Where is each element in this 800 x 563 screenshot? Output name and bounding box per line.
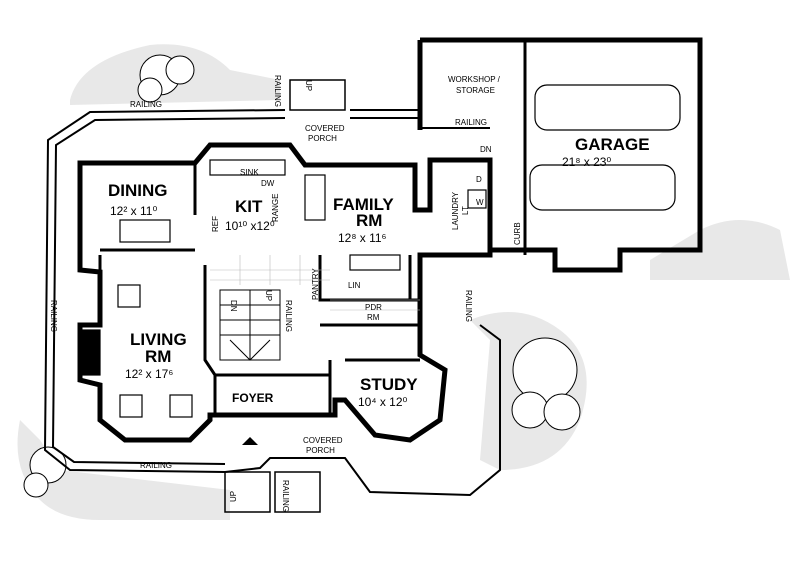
shrub xyxy=(543,393,581,431)
dining-dim: 12² x 11⁰ xyxy=(110,204,157,218)
shrub xyxy=(137,77,163,103)
powder-label-2: RM xyxy=(367,313,380,322)
garage-label: GARAGE xyxy=(575,135,650,154)
laundry-label: LAUNDRY xyxy=(451,191,460,230)
car-1 xyxy=(534,84,681,131)
entry-arrow-icon xyxy=(242,437,258,445)
up-label-stair: UP xyxy=(264,290,273,301)
kitchen-counter xyxy=(209,159,286,176)
railing-label-top: RAILING xyxy=(130,100,162,109)
house-walls xyxy=(77,37,703,443)
stairs xyxy=(219,289,281,361)
study-label: STUDY xyxy=(360,375,418,394)
living-label: LIVING xyxy=(130,330,187,349)
furniture xyxy=(81,84,681,418)
dn-label-garage: DN xyxy=(480,145,492,154)
railing-label-left: RAILING xyxy=(49,300,58,332)
railing-label-bottom: RAILING xyxy=(140,461,172,470)
sofa xyxy=(304,174,326,221)
ref-label: REF xyxy=(211,216,220,232)
family-label-2: RM xyxy=(356,211,382,230)
living-dim: 12² x 17⁶ xyxy=(125,367,173,381)
car-2 xyxy=(529,164,676,211)
study-dim: 10⁴ x 12⁰ xyxy=(358,395,408,409)
fireplace xyxy=(81,329,101,376)
misc-labels: WORKSHOP / STORAGE COVERED PORCH COVERED… xyxy=(49,75,522,512)
porch-outline xyxy=(43,109,501,497)
covered-label-top: COVERED xyxy=(305,124,345,133)
pantry-label: PANTRY xyxy=(311,268,320,300)
covered-label-bottom: COVERED xyxy=(303,436,343,445)
powder-label: PDR xyxy=(365,303,382,312)
d-label: D xyxy=(476,175,482,184)
shrub xyxy=(165,55,195,85)
kitchen-label: KIT xyxy=(235,197,263,216)
chair xyxy=(169,394,193,418)
railing-label-right: RAILING xyxy=(455,118,487,127)
curb-label: CURB xyxy=(513,222,522,245)
porch-label-bottom: PORCH xyxy=(306,446,335,455)
shrub xyxy=(511,391,549,429)
up-label-front: UP xyxy=(229,491,238,502)
dining-table xyxy=(119,219,171,243)
lt-label: LT xyxy=(461,206,470,215)
w-label: W xyxy=(476,198,484,207)
family-dim: 12⁸ x 11⁶ xyxy=(338,231,387,245)
sofa xyxy=(349,254,401,271)
up-label-rear: UP xyxy=(304,80,313,91)
porch-label-top: PORCH xyxy=(308,134,337,143)
chair xyxy=(119,394,143,418)
dw-label: DW xyxy=(261,179,275,188)
range-label: RANGE xyxy=(271,194,280,222)
workshop-label: WORKSHOP / xyxy=(448,75,501,84)
front-steps xyxy=(224,79,346,513)
laundry-washer xyxy=(467,189,487,209)
living-label-2: RM xyxy=(145,347,171,366)
railing-label-rear: RAILING xyxy=(273,75,282,107)
railing-label-east: RAILING xyxy=(464,290,473,322)
railing-label-steps: RAILING xyxy=(281,480,290,512)
shrub xyxy=(512,337,578,403)
dining-label: DINING xyxy=(108,181,168,200)
chair xyxy=(117,284,141,308)
lin-label: LIN xyxy=(348,281,361,290)
garage-dim: 21⁸ x 23⁰ xyxy=(562,155,611,169)
family-label: FAMILY xyxy=(333,195,394,214)
foyer-label: FOYER xyxy=(232,391,274,405)
sink-label: SINK xyxy=(240,168,259,177)
storage-label: STORAGE xyxy=(456,86,495,95)
tile-floor xyxy=(210,255,420,311)
shrub xyxy=(23,472,49,498)
kitchen-dim: 10¹⁰ x12⁰ xyxy=(225,219,275,233)
dn-label-stair: DN xyxy=(229,300,238,312)
landscaping xyxy=(17,44,790,520)
room-labels: DINING 12² x 11⁰ KIT 10¹⁰ x12⁰ FAMILY RM… xyxy=(108,135,650,409)
railing-label-stair: RAILING xyxy=(284,300,293,332)
